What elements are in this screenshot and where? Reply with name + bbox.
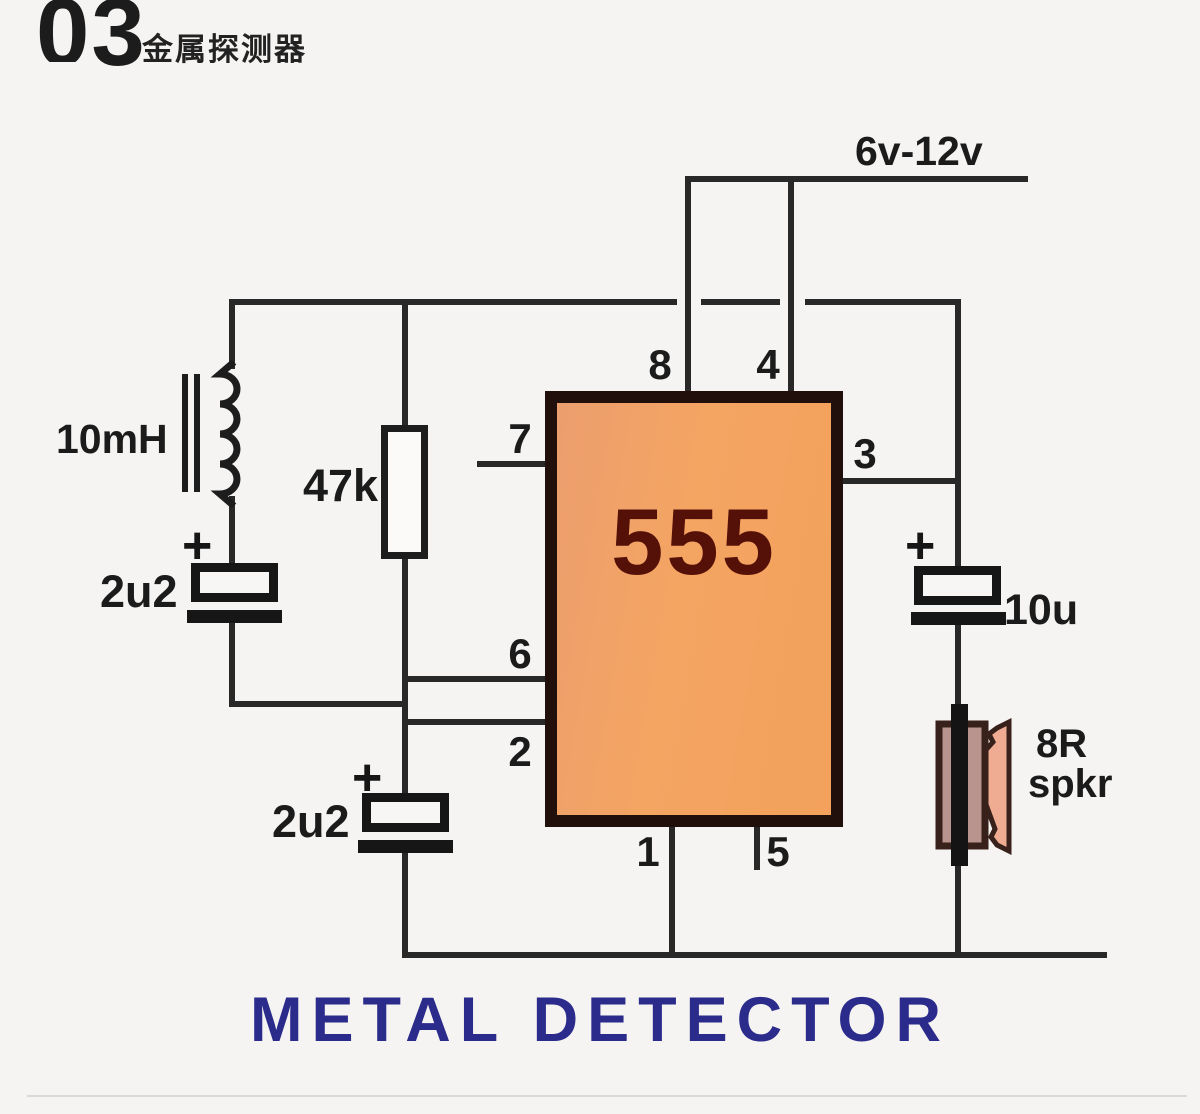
wire-cap3-to-speaker [955,623,961,718]
resistor-symbol [381,425,428,559]
wire-left-node-link [229,701,408,707]
cap3-value-label: 10u [1004,586,1079,634]
inductor-symbol [182,360,241,509]
inductor-value-label: 10mH [56,416,168,462]
bottom-divider [27,1095,1187,1097]
cap1-top-plate [191,563,278,602]
cap1-bottom-plate [187,610,282,623]
resistor-value-label: 47k [303,460,379,511]
cap2-bottom-plate [358,840,453,853]
speaker-terminal-bar [951,704,968,866]
wire-pin5-stub [754,825,760,870]
cap3-polarity-mark: + [905,517,936,575]
wire-top-bus-mid [701,299,780,305]
wire-cap2-bottom [402,850,408,956]
wire-inductor-bottom [229,496,235,566]
ic-555: 555 [545,391,843,827]
pin-label-6: 6 [508,630,532,677]
wire-top-bus-right [805,299,961,305]
wire-pin6 [405,676,547,682]
pin-label-1: 1 [636,828,660,875]
cap1-value-label: 2u2 [100,566,178,617]
page-title: 金属探测器 [142,32,307,67]
pin-label-3: 3 [853,430,877,477]
wire-resistor-top [402,299,408,429]
wire-inductor-top [229,299,235,369]
speaker-cone [981,717,1012,856]
pin-label-2: 2 [508,728,532,775]
pin-label-4: 4 [756,341,780,388]
section-number-crop-patch [30,62,102,84]
wire-pin8 [685,176,691,391]
wire-pin7-stub [477,461,547,467]
wire-pin3 [841,478,961,484]
pin-label-7: 7 [508,415,532,462]
wire-speaker-bottom [955,850,961,956]
cap2-top-plate [362,793,449,832]
speaker-name-label: spkr [1028,762,1113,806]
wire-top-bus-left [229,299,677,305]
wire-pin1 [669,825,675,955]
diagram-caption: METAL DETECTOR [249,985,950,1055]
supply-voltage-label: 6v-12v [855,128,983,174]
ic-555-label: 555 [611,489,777,594]
pin-label-5: 5 [766,828,790,875]
wire-ground-rail [402,952,1107,958]
speaker-impedance-label: 8R [1036,722,1088,766]
wire-right-top [955,299,961,569]
cap3-top-plate [914,566,1001,605]
cap3-bottom-plate [911,612,1006,625]
wire-pin4 [788,176,794,391]
wire-supply-rail [686,176,1028,182]
wire-cap1-bottom [229,621,235,705]
wire-pin2 [405,719,547,725]
speaker-symbol [935,704,1012,866]
pin-label-8: 8 [648,341,672,388]
cap2-value-label: 2u2 [272,796,350,847]
